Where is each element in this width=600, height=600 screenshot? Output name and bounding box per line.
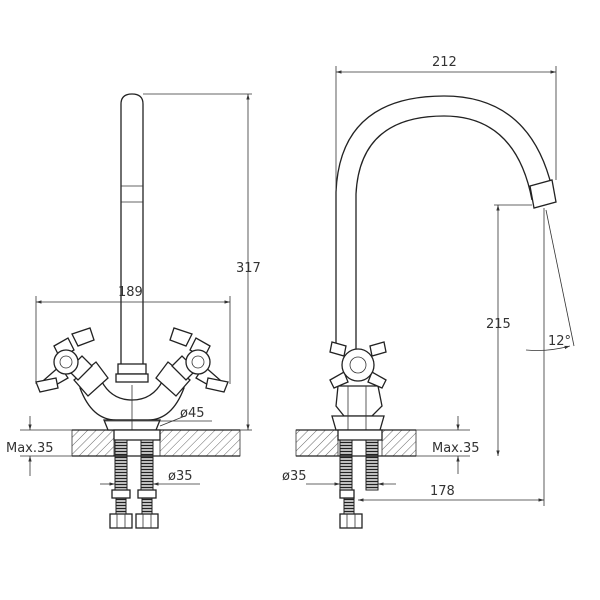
side-cross-handle <box>329 341 387 389</box>
dim-mount-diameter-side-label: ø35 <box>282 469 307 484</box>
dim-base-to-outlet: 178 <box>358 484 544 502</box>
dim-overall-height: 317 <box>143 93 261 431</box>
dim-spout-angle: 12° <box>525 208 575 506</box>
dim-overall-height-label: 317 <box>236 261 261 276</box>
dim-max-counter-side: Max.35 <box>416 416 480 474</box>
front-view: 317 189 ø45 Max.35 ø35 <box>6 93 261 529</box>
side-mounting-threads <box>337 429 383 529</box>
side-view: 212 215 12° Max.35 ø35 <box>282 55 575 529</box>
side-counter-right <box>381 429 417 457</box>
front-counter-left <box>71 429 115 457</box>
front-right-cross-handle <box>169 327 229 393</box>
dim-max-counter-side-label: Max.35 <box>432 441 480 456</box>
side-valve-body <box>331 385 385 431</box>
dim-spout-angle-label: 12° <box>548 334 571 349</box>
front-spout-tube <box>115 93 149 383</box>
dim-spout-reach-label: 212 <box>432 55 457 70</box>
side-gooseneck-spout <box>335 95 557 352</box>
dim-max-counter-front: Max.35 <box>6 416 72 476</box>
dim-spout-reach: 212 <box>335 55 557 190</box>
front-mounting-threads <box>109 429 161 529</box>
dim-handle-span: 189 <box>35 285 231 384</box>
dim-body-diameter-label: ø45 <box>180 406 205 421</box>
front-left-valve-arm <box>67 355 109 397</box>
front-counter-right <box>159 429 241 457</box>
dim-handle-span-label: 189 <box>118 285 143 300</box>
dim-spout-height: 215 <box>486 204 532 456</box>
dim-max-counter-front-label: Max.35 <box>6 441 54 456</box>
dim-base-to-outlet-label: 178 <box>430 484 455 499</box>
dim-mount-diameter-front-label: ø35 <box>168 469 193 484</box>
dim-mount-diameter-front: ø35 <box>100 469 200 486</box>
front-left-cross-handle <box>35 327 95 393</box>
dim-spout-height-label: 215 <box>486 317 511 332</box>
dim-mount-diameter-side: ø35 <box>282 469 396 486</box>
dim-body-diameter: ø45 <box>104 406 212 427</box>
side-counter-left <box>295 429 339 457</box>
